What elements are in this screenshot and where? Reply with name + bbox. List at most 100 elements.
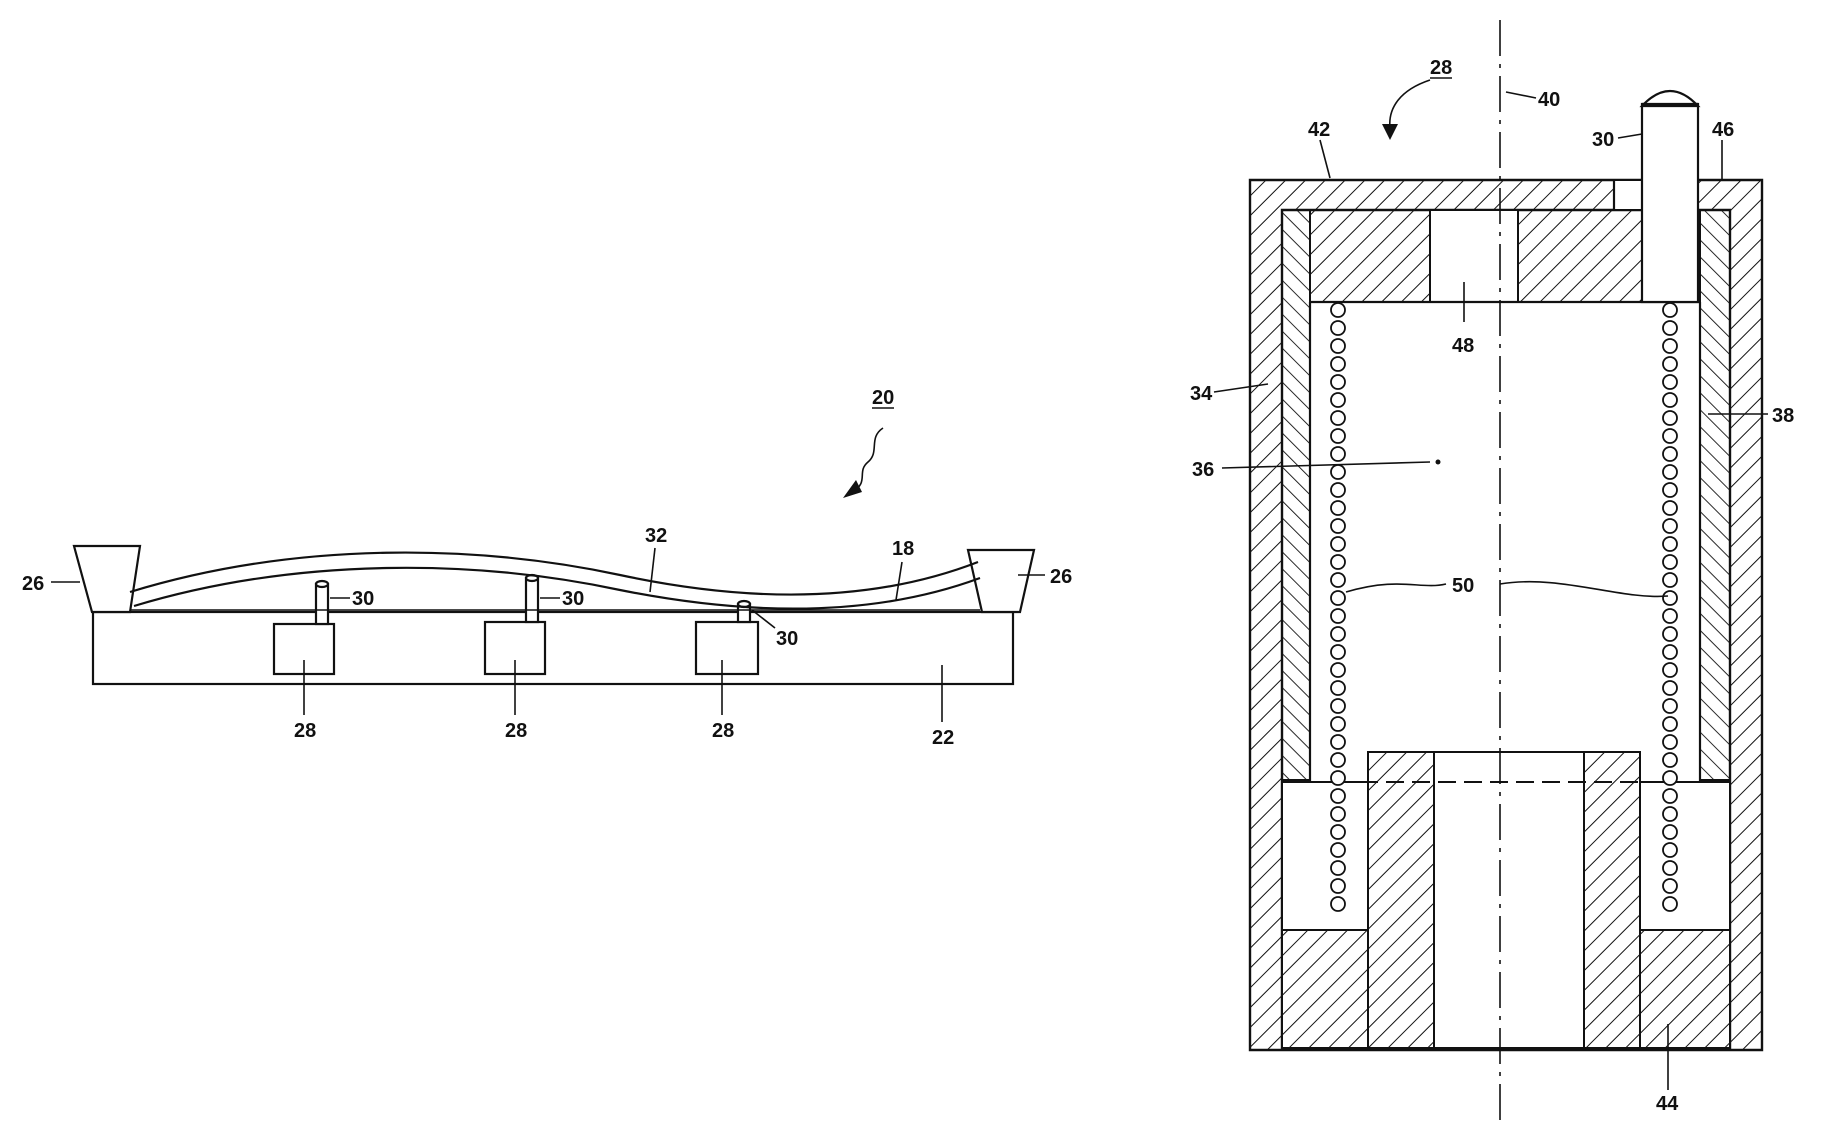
coil-loop bbox=[1330, 338, 1346, 354]
coil-loop bbox=[1662, 536, 1678, 552]
coil-loop bbox=[1330, 374, 1346, 390]
pin-30-b bbox=[524, 573, 540, 624]
coil-loop bbox=[1330, 320, 1346, 336]
leader-50-left bbox=[1345, 583, 1447, 593]
coil-loop bbox=[1662, 860, 1678, 876]
bottom-block-44-right bbox=[1583, 751, 1641, 1049]
coil-loop bbox=[1330, 446, 1346, 462]
label-30-b: 30 bbox=[562, 588, 584, 610]
coil-loop bbox=[1662, 842, 1678, 858]
coil-loop bbox=[1662, 392, 1678, 408]
label-28-b: 28 bbox=[505, 720, 527, 742]
coil-loop bbox=[1662, 896, 1678, 912]
leader-18 bbox=[895, 561, 903, 601]
arrow-28-icon bbox=[1382, 124, 1398, 140]
cavity-36-marker bbox=[1435, 459, 1441, 465]
coil-loop bbox=[1662, 734, 1678, 750]
coil-50-left bbox=[1330, 302, 1346, 912]
coil-loop bbox=[1662, 770, 1678, 786]
coil-loop bbox=[1330, 806, 1346, 822]
coil-loop bbox=[1330, 824, 1346, 840]
leader-32 bbox=[649, 547, 656, 593]
coil-loop bbox=[1662, 626, 1678, 642]
top-cap-left bbox=[1309, 209, 1431, 303]
bottom-block-44-rightbase bbox=[1639, 929, 1731, 1049]
coil-loop bbox=[1662, 410, 1678, 426]
label-26-right: 26 bbox=[1050, 566, 1072, 588]
pin-30-a bbox=[314, 579, 330, 626]
label-30-c: 30 bbox=[776, 628, 798, 650]
coil-loop bbox=[1662, 356, 1678, 372]
coil-loop bbox=[1662, 698, 1678, 714]
bottom-pocket-right bbox=[1639, 781, 1731, 931]
leader-30-c bbox=[751, 609, 776, 629]
label-30-a: 30 bbox=[352, 588, 374, 610]
coil-loop bbox=[1330, 572, 1346, 588]
leader-36 bbox=[1221, 461, 1431, 469]
coil-loop bbox=[1662, 554, 1678, 570]
label-36: 36 bbox=[1192, 459, 1214, 481]
label-38: 38 bbox=[1772, 405, 1794, 427]
label-48: 48 bbox=[1452, 335, 1474, 357]
label-40: 40 bbox=[1538, 89, 1560, 111]
leader-28-right bbox=[1389, 79, 1431, 129]
leader-30-right bbox=[1617, 133, 1643, 139]
bottom-bore bbox=[1433, 751, 1585, 1049]
pin-30-right bbox=[1639, 90, 1701, 304]
coil-loop bbox=[1662, 374, 1678, 390]
pin-30-c bbox=[736, 599, 752, 624]
coil-loop bbox=[1330, 680, 1346, 696]
coil-loop bbox=[1662, 338, 1678, 354]
coil-loop bbox=[1330, 626, 1346, 642]
coil-loop bbox=[1330, 770, 1346, 786]
coil-loop bbox=[1662, 482, 1678, 498]
label-18: 18 bbox=[892, 538, 914, 560]
coil-loop bbox=[1330, 878, 1346, 894]
coil-loop bbox=[1330, 896, 1346, 912]
coil-loop bbox=[1330, 356, 1346, 372]
coil-loop bbox=[1662, 716, 1678, 732]
label-44: 44 bbox=[1656, 1093, 1679, 1115]
coil-loop bbox=[1330, 842, 1346, 858]
label-46: 46 bbox=[1712, 119, 1734, 141]
coil-loop bbox=[1662, 752, 1678, 768]
coil-loop bbox=[1662, 590, 1678, 606]
leader-50-right bbox=[1499, 580, 1669, 598]
curved-sheet-top-32 bbox=[129, 551, 979, 596]
top-cap-right bbox=[1517, 209, 1643, 303]
center-bore-48 bbox=[1429, 209, 1519, 303]
leader-20 bbox=[851, 427, 884, 493]
arrow-20-icon bbox=[843, 480, 862, 498]
end-clamp-26-left bbox=[72, 544, 142, 614]
coil-loop bbox=[1330, 410, 1346, 426]
coil-loop bbox=[1330, 734, 1346, 750]
leader-34 bbox=[1213, 383, 1269, 393]
coil-loop bbox=[1330, 662, 1346, 678]
coil-loop bbox=[1662, 662, 1678, 678]
coil-loop bbox=[1330, 644, 1346, 660]
curved-sheet-bottom-18 bbox=[133, 566, 981, 610]
leader-42 bbox=[1319, 139, 1331, 179]
coil-loop bbox=[1662, 320, 1678, 336]
label-50: 50 bbox=[1452, 575, 1474, 597]
label-42: 42 bbox=[1308, 119, 1330, 141]
coil-loop bbox=[1662, 302, 1678, 318]
inner-sleeve-left bbox=[1281, 209, 1311, 781]
inner-sleeve-38 bbox=[1699, 209, 1731, 781]
right-figure: 28 40 42 30 46 48 34 38 36 50 44 bbox=[1190, 20, 1794, 1120]
coil-loop bbox=[1662, 788, 1678, 804]
coil-loop bbox=[1662, 500, 1678, 516]
left-figure: 20 32 18 26 26 30 30 30 28 28 28 22 bbox=[22, 387, 1072, 749]
coil-loop bbox=[1662, 644, 1678, 660]
label-32: 32 bbox=[645, 525, 667, 547]
coil-loop bbox=[1330, 698, 1346, 714]
label-22: 22 bbox=[932, 727, 954, 749]
coil-loop bbox=[1662, 824, 1678, 840]
coil-loop bbox=[1330, 554, 1346, 570]
coil-loop bbox=[1330, 752, 1346, 768]
label-28-right: 28 bbox=[1430, 57, 1452, 79]
coil-loop bbox=[1330, 536, 1346, 552]
coil-loop bbox=[1330, 788, 1346, 804]
